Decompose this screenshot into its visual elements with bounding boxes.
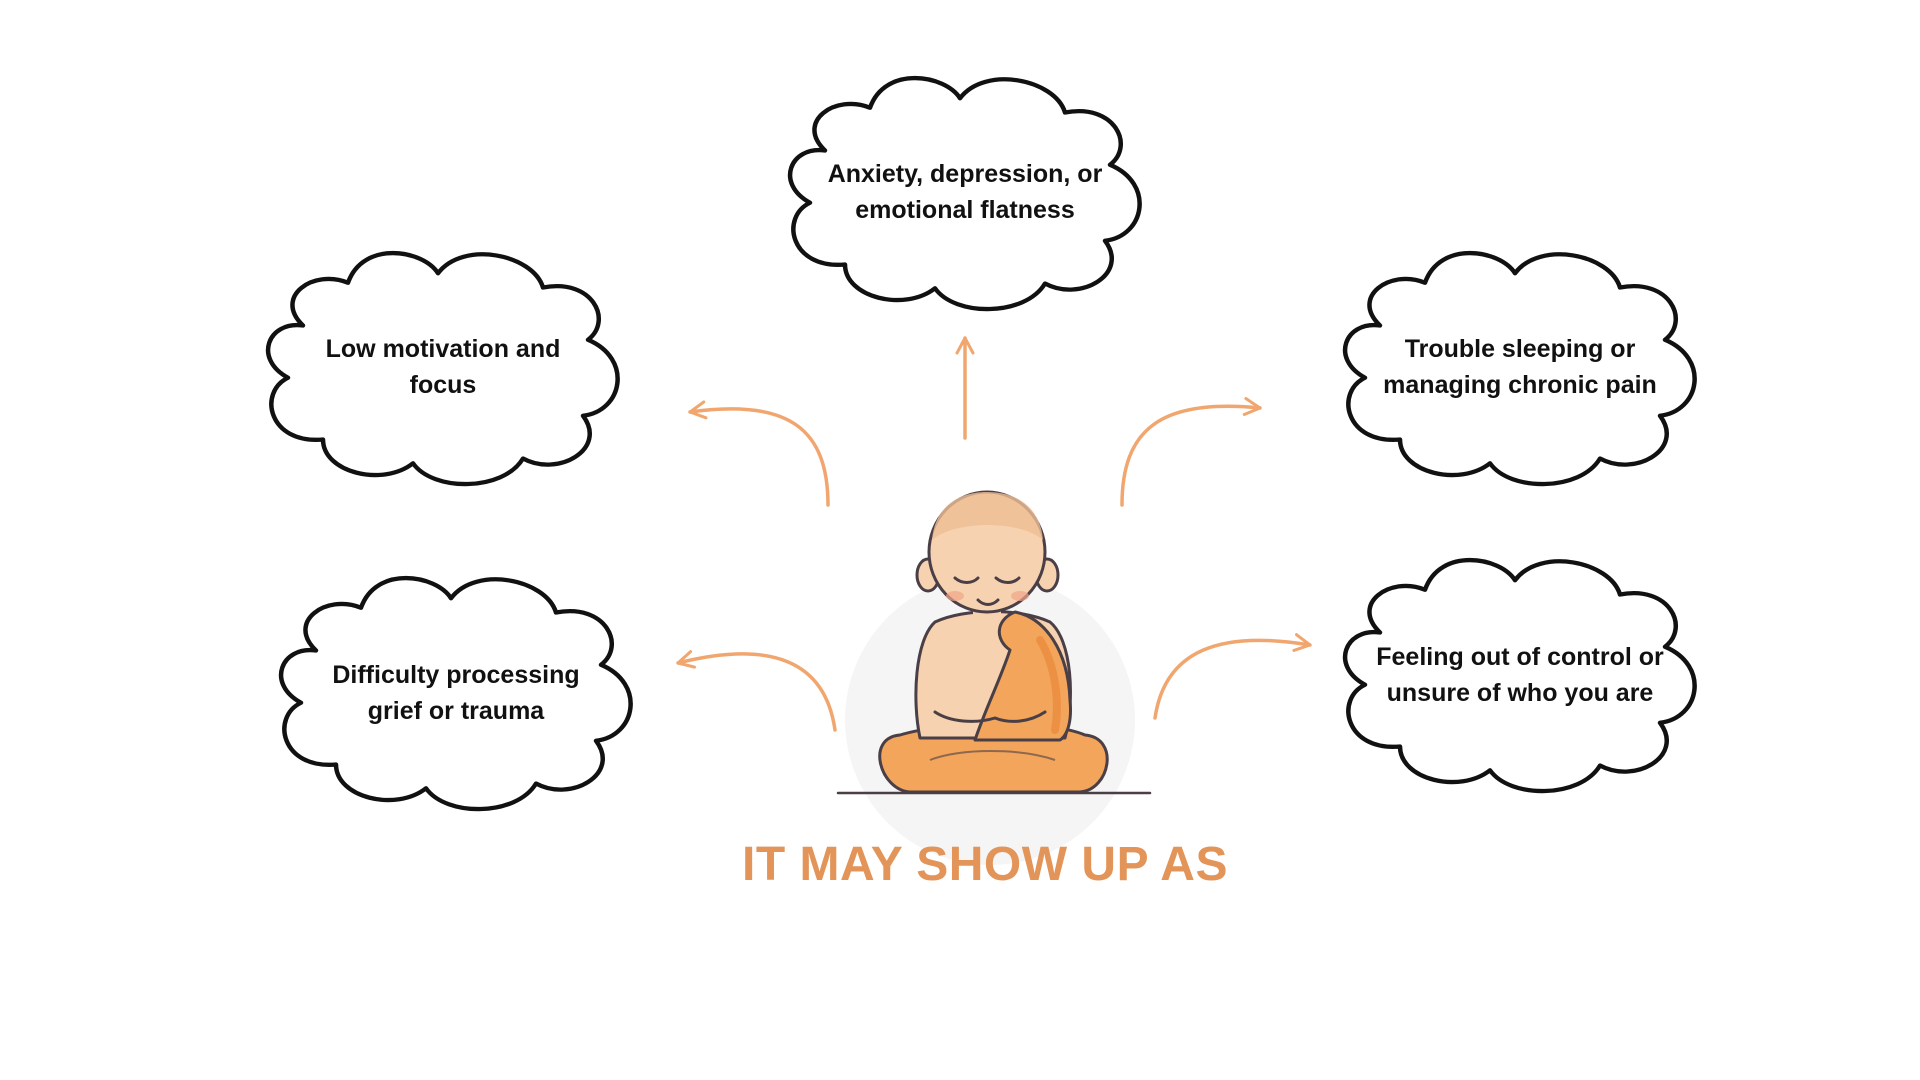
thought-cloud-icon — [265, 250, 620, 487]
thought-cloud-icon — [787, 75, 1142, 312]
monk-lap-fold — [929, 750, 1056, 761]
monk-scalp — [932, 492, 1043, 540]
cloud-upper-left-line2: focus — [410, 371, 477, 399]
arrow-lower-right-icon — [1153, 633, 1312, 720]
monk-cheek-left — [946, 591, 964, 601]
monk-cheek-right — [1011, 591, 1029, 601]
cloud-lower-left-line1: Difficulty processing — [332, 661, 579, 689]
cloud-upper-left-line1: Low motivation and — [326, 335, 561, 363]
cloud-upper-right — [1342, 250, 1697, 487]
monk-smile — [976, 598, 1000, 606]
cloud-upper-left-text: Low motivation and focus — [326, 335, 561, 399]
thought-cloud-icon — [1342, 250, 1697, 487]
meditating-monk-icon — [836, 490, 1152, 865]
cloud-upper-left — [265, 250, 620, 487]
cloud-top-line2: emotional flatness — [855, 196, 1075, 224]
monk-eye-right — [994, 576, 1021, 584]
thought-cloud-icon — [278, 575, 633, 812]
monk-eye-left — [953, 576, 980, 584]
cloud-lower-left — [278, 575, 633, 812]
cloud-lower-left-line2: grief or trauma — [368, 697, 546, 725]
cloud-top — [787, 75, 1142, 312]
cloud-upper-right-text: Trouble sleeping or managing chronic pai… — [1383, 335, 1657, 399]
arrow-upper-right-icon — [1120, 397, 1262, 507]
cloud-lower-right-line1: Feeling out of control or — [1376, 643, 1664, 671]
cloud-lower-right-text: Feeling out of control or unsure of who … — [1376, 643, 1664, 707]
arrows — [676, 336, 1312, 732]
monk-robe-shade — [1036, 636, 1061, 734]
arrow-lower-left-icon — [676, 650, 837, 732]
arrow-upper-left-icon — [688, 400, 830, 507]
diagram-title: IT MAY SHOW UP AS — [742, 838, 1228, 891]
cloud-lower-right-line2: unsure of who you are — [1387, 679, 1654, 707]
cloud-lower-right — [1342, 557, 1697, 794]
thought-cloud-icon — [1342, 557, 1697, 794]
cloud-lower-left-text: Difficulty processing grief or trauma — [332, 661, 579, 725]
cloud-upper-right-line2: managing chronic pain — [1383, 371, 1657, 399]
cloud-top-text: Anxiety, depression, or emotional flatne… — [828, 160, 1103, 224]
cloud-top-line1: Anxiety, depression, or — [828, 160, 1103, 188]
cloud-upper-right-line1: Trouble sleeping or — [1405, 335, 1636, 363]
monk-hands — [933, 710, 1047, 723]
